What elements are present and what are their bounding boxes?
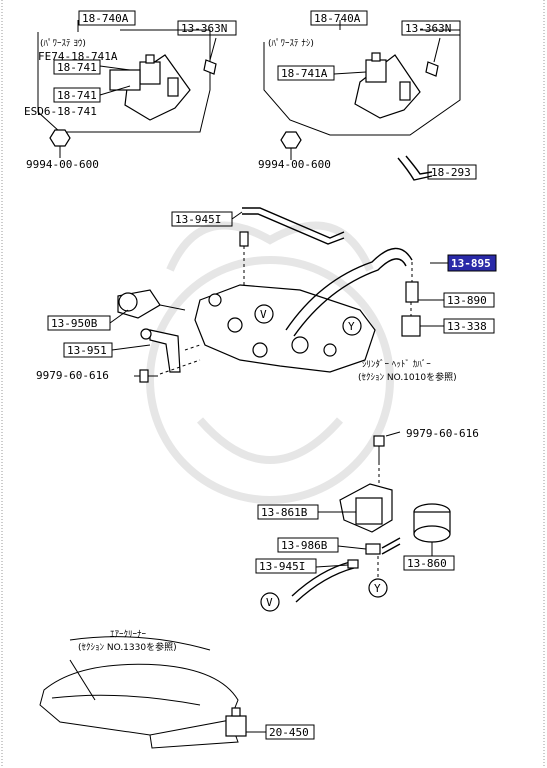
marker-v-mid: V — [254, 304, 274, 324]
callout-13-890[interactable]: 13-890 — [443, 292, 495, 308]
svg-text:13-950B: 13-950B — [51, 317, 98, 330]
callout-13-950B[interactable]: 13-950B — [47, 315, 111, 331]
note-air-cleaner: ｴｱｰｸﾘｰﾅｰ — [110, 629, 147, 640]
callout-13-951[interactable]: 13-951 — [63, 342, 113, 358]
callout-9994-00-600-left[interactable]: 9994-00-600 — [26, 158, 99, 171]
svg-text:Y: Y — [374, 582, 381, 595]
svg-text:13-895: 13-895 — [451, 257, 491, 270]
marker-y-bottom: Y — [368, 578, 388, 598]
middle-assembly — [111, 207, 448, 383]
callout-20-450[interactable]: 20-450 — [265, 724, 315, 740]
leader-13-945I-top — [231, 211, 243, 220]
note-cylinder-head-cover: ｼﾘﾝﾀﾞｰ ﾍｯﾄﾞ ｶﾊﾞｰ — [362, 359, 431, 370]
note-section-1010: (ｾｸｼｮﾝ NO.1010を参照) — [358, 371, 457, 383]
callout-18-741A[interactable]: 18-741A — [277, 65, 335, 81]
callout-18-741-upper[interactable]: 18-741 — [53, 59, 101, 75]
note-esd6-part: ESD6-18-741 — [24, 105, 97, 118]
svg-text:V: V — [266, 596, 273, 609]
callout-13-860[interactable]: 13-860 — [403, 555, 455, 571]
callout-18-741-lower[interactable]: 18-741 — [53, 87, 101, 103]
svg-text:18-740A: 18-740A — [82, 12, 129, 25]
callout-18-740A-right[interactable]: 18-740A — [310, 10, 368, 26]
top-right-assembly — [263, 20, 461, 181]
marker-y-mid: Y — [342, 316, 362, 336]
svg-text:13-860: 13-860 — [407, 557, 447, 570]
svg-text:13-363N: 13-363N — [405, 22, 451, 35]
svg-text:18-741: 18-741 — [57, 61, 97, 74]
watermark-emblem — [146, 221, 394, 504]
svg-text:13-945I: 13-945I — [175, 213, 221, 226]
callout-13-363N-right[interactable]: 13-363N — [401, 20, 461, 36]
note-section-1330: (ｾｸｼｮﾝ NO.1330を参照) — [78, 641, 177, 653]
leader-13-950B — [109, 309, 129, 324]
callout-13-945I-bottom[interactable]: 13-945I — [255, 558, 317, 574]
callout-13-861B[interactable]: 13-861B — [257, 504, 319, 520]
bottom-assembly — [39, 431, 451, 749]
svg-text:18-740A: 18-740A — [314, 12, 361, 25]
svg-text:13-338: 13-338 — [447, 320, 487, 333]
svg-text:13-890: 13-890 — [447, 294, 487, 307]
callout-9979-60-616-mid[interactable]: 9979-60-616 — [36, 369, 109, 382]
callout-13-338[interactable]: 13-338 — [443, 318, 495, 334]
svg-text:13-951: 13-951 — [67, 344, 107, 357]
callout-18-740A-left[interactable]: 18-740A — [78, 10, 136, 26]
svg-text:20-450: 20-450 — [269, 726, 309, 739]
svg-text:18-293: 18-293 — [431, 166, 471, 179]
callout-13-363N-left[interactable]: 13-363N — [177, 20, 237, 36]
callout-13-895-highlighted[interactable]: 13-895 — [447, 254, 497, 272]
callout-13-986B[interactable]: 13-986B — [277, 537, 339, 553]
callout-18-293[interactable]: 18-293 — [427, 164, 477, 180]
top-left-assembly — [37, 20, 217, 158]
note-power-steering-without: (ﾊﾟﾜｰｽﾃ ﾅｼ) — [268, 38, 314, 49]
svg-text:13-363N: 13-363N — [181, 22, 227, 35]
svg-text:Y: Y — [348, 320, 355, 333]
note-power-steering-with: (ﾊﾟﾜｰｽﾃ ﾖｳ) — [40, 38, 86, 49]
svg-text:18-741A: 18-741A — [281, 67, 328, 80]
callout-9994-00-600-right[interactable]: 9994-00-600 — [258, 158, 331, 171]
svg-text:V: V — [260, 308, 267, 321]
callout-9979-60-616-bottom[interactable]: 9979-60-616 — [406, 427, 479, 440]
svg-text:13-986B: 13-986B — [281, 539, 328, 552]
marker-v-bottom: V — [260, 592, 280, 612]
svg-text:13-861B: 13-861B — [261, 506, 308, 519]
svg-text:18-741: 18-741 — [57, 89, 97, 102]
svg-text:13-945I: 13-945I — [259, 560, 305, 573]
